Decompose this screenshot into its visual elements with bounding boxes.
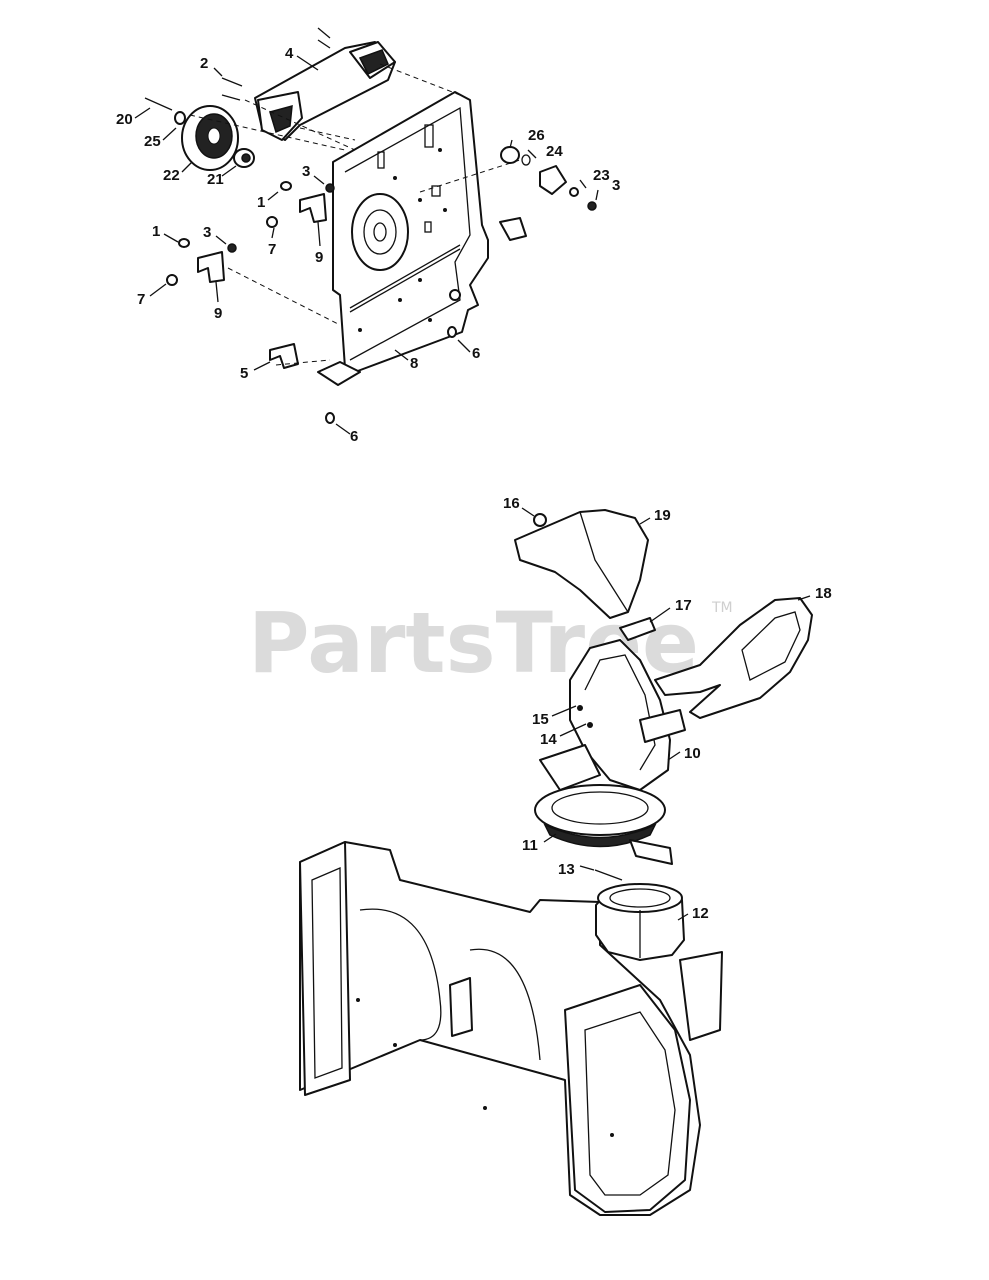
callout-3-lower: 3 <box>203 224 211 241</box>
callout-1-lower: 1 <box>152 223 160 240</box>
lower-chute-12 <box>595 883 685 961</box>
callout-12: 12 <box>692 905 709 922</box>
nut-3a <box>325 183 335 193</box>
chute-deflector-19 <box>514 509 649 619</box>
washer-25 <box>174 111 186 125</box>
watermark-trademark: TM <box>711 600 733 616</box>
plate-foot <box>317 361 361 386</box>
bolt-6b <box>325 412 335 424</box>
callout-9-upper: 9 <box>315 249 323 266</box>
callout-8: 8 <box>410 355 418 372</box>
chute-handle-18 <box>654 597 813 719</box>
clip-9a <box>299 193 327 223</box>
callout-7-upper: 7 <box>268 241 276 258</box>
callout-14: 14 <box>540 731 557 748</box>
callout-6-bottom: 6 <box>350 428 358 445</box>
callout-6-right: 6 <box>472 345 480 362</box>
callout-19: 19 <box>654 507 671 524</box>
callout-21: 21 <box>207 171 224 188</box>
callout-23: 23 <box>593 167 610 184</box>
bolt-2 <box>221 77 243 87</box>
callout-3-upper: 3 <box>302 163 310 180</box>
callout-10: 10 <box>684 745 701 762</box>
callout-22: 22 <box>163 167 180 184</box>
upper-chute-10 <box>539 639 686 791</box>
bolt-20 <box>144 97 173 111</box>
bolt-7a <box>266 216 278 228</box>
callout-17: 17 <box>675 597 692 614</box>
leader-lines <box>134 55 811 921</box>
callout-2: 2 <box>200 55 208 72</box>
callout-26: 26 <box>528 127 545 144</box>
chute-ring-11 <box>534 784 673 865</box>
clip-9b <box>197 251 225 283</box>
clip-13 <box>594 869 623 881</box>
callout-3-right: 3 <box>612 177 620 194</box>
bearing-26 <box>500 146 520 164</box>
callout-4: 4 <box>285 45 294 62</box>
callout-7-lower: 7 <box>137 291 145 308</box>
nut-3b <box>227 243 237 253</box>
pulley-22 <box>181 105 239 171</box>
plate-hub <box>351 193 409 271</box>
clip-5 <box>269 343 299 369</box>
bolt-7b <box>166 274 178 286</box>
handle-bracket <box>254 41 396 141</box>
bolt-15 <box>577 705 583 711</box>
bolt-14 <box>587 722 593 728</box>
callout-13: 13 <box>558 861 575 878</box>
bolt-6a <box>447 326 457 338</box>
callout-24: 24 <box>546 143 563 160</box>
pivot-17 <box>619 617 656 641</box>
frame-plate <box>332 91 489 373</box>
callout-11: 11 <box>522 837 538 854</box>
nut-16 <box>533 513 547 527</box>
ring-24 <box>521 154 531 166</box>
bushing-21 <box>233 148 255 168</box>
callout-18: 18 <box>815 585 832 602</box>
callout-labels: 2 4 20 25 22 21 3 1 7 9 1 3 7 9 26 24 23… <box>116 45 832 922</box>
callout-1-upper: 1 <box>257 194 265 211</box>
nut-3c <box>587 201 597 211</box>
callout-25: 25 <box>144 133 161 150</box>
housing-right-side <box>564 984 691 1213</box>
frame-plate-assembly <box>317 91 489 386</box>
bracket-23 <box>539 165 567 195</box>
callout-15: 15 <box>532 711 549 728</box>
callout-20: 20 <box>116 111 133 128</box>
callout-9-lower: 9 <box>214 305 222 322</box>
bolt-1b <box>178 238 190 248</box>
bolt-1a <box>280 181 292 191</box>
callout-16: 16 <box>503 495 520 512</box>
callout-5: 5 <box>240 365 248 382</box>
clip-right <box>499 217 527 241</box>
